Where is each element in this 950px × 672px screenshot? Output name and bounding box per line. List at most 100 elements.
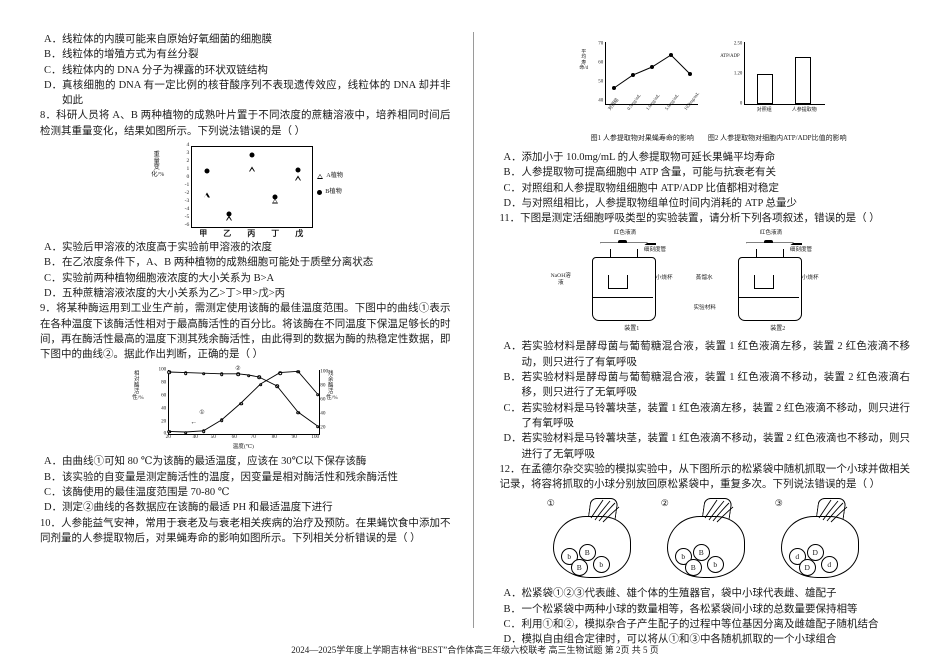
x-tick: 90 — [291, 434, 297, 441]
option-label: B． — [503, 372, 522, 384]
triangle-marker — [272, 198, 279, 204]
y-tick: 1.20 — [733, 71, 743, 77]
x-tick: 乙 — [223, 229, 232, 239]
y-tick: 50 — [598, 79, 604, 85]
option-text: 若实验材料是酵母菌与葡萄糖混合液，装置 1 红色液滴左移，装置 2 红色液滴不移… — [521, 341, 911, 368]
ball: b — [706, 556, 724, 574]
enzyme-x-axis-label: 温度(℃) — [232, 444, 254, 451]
q9-options: A．由曲线①可知 80 ℃为该酶的最适温度，应该在 30℃以下保存该酶 B．该实… — [40, 454, 451, 515]
x-tick: 丁 — [271, 229, 280, 239]
x-tick: 对照组 — [756, 108, 772, 113]
option-text: 测定②曲线的各数据应在该酶的最适 PH 和最适温度下进行 — [62, 502, 333, 514]
option-label: D． — [44, 287, 63, 299]
y-tick: 70 — [598, 41, 604, 47]
option-row: B．该实验的自变量是测定酶活性的温度，因变量是相对酶活性和残余酶活性 — [40, 470, 451, 485]
ball: B — [578, 544, 596, 562]
option-text: 由曲线①可知 80 ℃为该酶的最适温度，应该在 30℃以下保存该酶 — [62, 456, 367, 468]
label-distilled-water: 蒸馏水 — [695, 275, 713, 282]
question-stem-text: 下图是测定活细胞呼吸类型的实验装置，请分析下列各项叙述，错误的是（ ） — [520, 213, 880, 225]
legend-label: B植物 — [325, 188, 342, 196]
y-tick: 40 — [320, 410, 326, 417]
option-text: 模拟自由组合定律时，可以将从①和③中各随机抓取的一个小球组合 — [521, 634, 837, 646]
label-small-beaker: 小烧杯 — [655, 275, 673, 282]
y-tick: 80 — [161, 379, 167, 386]
option-row: B．人参提取物可提高细胞中 ATP 含量，可能与抗衰老有关 — [500, 165, 911, 180]
y-tick: 0 — [739, 101, 743, 107]
enzyme-curve-lines — [169, 371, 319, 433]
enzyme-left-axis-label: 相对酶活性/% — [132, 371, 144, 401]
enzyme-plot-area: ① ② ← — [167, 366, 321, 436]
option-row: D．若实验材料是马铃薯块茎，装置 1 红色液滴不移动，装置 2 红色液滴也不移动… — [500, 431, 911, 462]
y-tick: -3 — [184, 198, 190, 205]
option-text: 线粒体内的 DNA 分子为裸露的环状双链结构 — [62, 64, 268, 76]
line-chart-plot-area — [605, 42, 699, 105]
option-text: 添加小于 10.0mg/mL 的人参提取物可延长果蝇平均寿命 — [521, 152, 776, 163]
y-tick: 4 — [186, 142, 190, 149]
dot-marker — [272, 194, 278, 200]
y-tick: 60 — [598, 60, 604, 66]
option-row: B．一个松紧袋中两种小球的数量相等，各松紧袋间小球的总数量要保持相等 — [500, 602, 911, 617]
figure-q8-scatter: 重量变化/% 4 3 2 1 0 -1 -2 -3 -4 -5 -6 — [145, 142, 345, 238]
option-row: C．若实验材料是马铃薯块茎，装置 1 红色液滴左移，装置 2 红色液滴不移动，则… — [500, 401, 911, 432]
q8-options: A．实验后甲溶液的浓度高于实验前甲溶液的浓度 B．在乙浓度条件下，A、B 两种植… — [40, 240, 451, 301]
scatter-plot-area — [191, 146, 314, 229]
curve1-point — [315, 392, 320, 397]
x-tick: 70 — [250, 434, 256, 441]
question-number: 11． — [499, 213, 521, 225]
y-tick: 60 — [320, 396, 326, 403]
option-row: A．松紧袋①②③代表雌、雄个体的生殖器官，袋中小球代表雌、雄配子 — [500, 586, 911, 601]
data-point-a — [294, 175, 301, 181]
option-row: C．线粒体内的 DNA 分子为裸露的环状双链结构 — [40, 63, 451, 78]
q7-options: A．线粒体的内膜可能来自原始好氧细菌的细胞膜 B．线粒体的增殖方式为有丝分裂 C… — [40, 32, 451, 108]
y-tick: -5 — [184, 214, 190, 221]
data-point-b — [226, 211, 232, 217]
apparatus-device-2: 红色液滴 细刻度管 小烧杯 蒸馏水 装置2 — [696, 230, 838, 335]
x-tick: 60 — [231, 434, 237, 441]
label-naoh-solution: NaOH溶液 — [550, 273, 571, 287]
question-number: 12． — [499, 463, 521, 475]
legend-entry-a: A植物 — [317, 168, 343, 184]
flask-neck — [755, 249, 784, 260]
line-chart-y-ticks: 70 60 50 40 — [587, 36, 603, 108]
x-tick: 丙 — [247, 229, 256, 239]
option-text: 若实验材料是马铃薯块茎，装置 1 红色液滴左移，装置 2 红色液滴不移动，则只进… — [521, 402, 911, 429]
option-text: 该实验的自变量是测定酶活性的温度，因变量是相对酶活性和残余酶活性 — [62, 471, 398, 483]
question-stem-text: 科研人员将 A、B 两种植物的成熟叶片置于不同浓度的蔗糖溶液中，培养相同时间后检… — [40, 110, 451, 137]
y-tick: 1 — [186, 166, 190, 173]
option-text: 对照组和人参提取物组细胞中 ATP/ADP 比值都相对稳定 — [521, 182, 779, 194]
bag-number: ① — [546, 498, 555, 509]
x-tick: 40 — [192, 434, 198, 441]
y-tick: 3 — [186, 150, 190, 157]
two-column-layout: A．线粒体的内膜可能来自原始好氧细菌的细胞膜 B．线粒体的增殖方式为有丝分裂 C… — [40, 32, 911, 645]
data-point-a — [203, 192, 210, 198]
dot-marker — [226, 211, 232, 217]
option-label: B． — [44, 257, 62, 269]
page-footer: 2024—2025学年度上学期吉林省“BEST”合作体高三年级六校联考 高三生物… — [291, 645, 659, 655]
dot-marker — [295, 167, 301, 173]
bar-ginseng — [795, 57, 812, 104]
line-chart-series — [612, 53, 693, 90]
option-label: C． — [44, 64, 62, 76]
label-graduated-tube: 细刻度管 — [643, 247, 667, 254]
enzyme-left-ticks: 0 20 40 60 80 100 — [146, 366, 166, 438]
option-label: C． — [503, 619, 522, 631]
curve-2-annotation: ② — [235, 366, 241, 373]
bar-chart-x-labels: 对照组 人参提取物 — [744, 106, 824, 113]
question-10-stem: 10．人参能益气安神，常用于衰老及与衰老相关疾病的治疗及预防。在果蝇饮食中添加不… — [40, 516, 451, 547]
option-text: 在乙浓度条件下，A、B 两种植物的成熟细胞可能处于质壁分离状态 — [62, 257, 374, 269]
option-label: D． — [503, 197, 522, 209]
option-text: 该酶使用的最佳温度范围是 70-80 ℃ — [62, 487, 230, 499]
option-label: D． — [503, 433, 522, 445]
ball: d — [820, 556, 838, 574]
line-chart-y-label: 平均寿命/d — [579, 50, 589, 72]
bar-control — [757, 74, 774, 104]
option-row: C．该酶使用的最佳温度范围是 70-80 ℃ — [40, 485, 451, 500]
option-label: A． — [44, 456, 63, 468]
ball: B — [692, 544, 710, 562]
option-row: D．测定②曲线的各数据应在该酶的最适 PH 和最适温度下进行 — [40, 500, 451, 515]
option-label: A． — [503, 588, 522, 600]
option-text: 与对照组相比，人参提取物组单位时间内消耗的 ATP 总量少 — [521, 197, 798, 209]
data-point-b — [249, 152, 255, 158]
option-text: 一个松紧袋中两种小球的数量相等，各松紧袋间小球的总数量要保持相等 — [521, 603, 858, 615]
